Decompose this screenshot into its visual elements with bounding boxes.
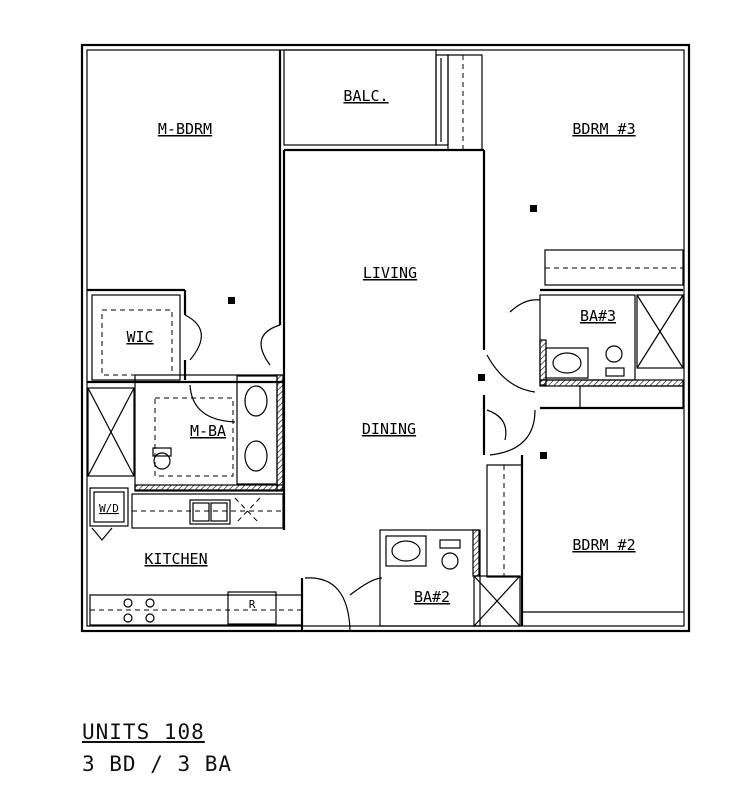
master-bedroom-walls xyxy=(87,50,282,325)
outlet-markers xyxy=(228,205,547,459)
label-living: LIVING xyxy=(363,264,417,282)
master-bath xyxy=(87,374,284,492)
label-bath-2: BA#2 xyxy=(414,588,450,606)
bath-3 xyxy=(539,294,684,410)
label-washer-dryer: W/D xyxy=(99,502,119,515)
bath-2 xyxy=(379,529,521,627)
label-bath-3: BA#3 xyxy=(580,307,616,325)
door-swings xyxy=(189,299,541,631)
label-bedroom-2: BDRM #2 xyxy=(572,536,635,554)
units-caption: UNITS 108 xyxy=(82,720,205,744)
label-master-bath: M-BA xyxy=(190,422,226,440)
label-kitchen: KITCHEN xyxy=(144,550,207,568)
beds-baths-caption: 3 BD / 3 BA xyxy=(82,752,233,776)
label-refrigerator: R xyxy=(249,598,256,611)
living-dining-walls xyxy=(282,150,486,530)
walk-in-closet xyxy=(91,294,202,381)
label-dining: DINING xyxy=(362,420,416,438)
label-master-bedroom: M-BDRM xyxy=(158,120,212,138)
balcony-area xyxy=(283,49,484,152)
cooktop xyxy=(123,598,155,623)
label-walk-in-closet: WIC xyxy=(126,328,153,346)
bedroom-2-walls xyxy=(486,455,684,626)
bedroom-3-walls xyxy=(540,249,684,292)
label-bedroom-3: BDRM #3 xyxy=(572,120,635,138)
label-balcony: BALC. xyxy=(343,87,388,105)
